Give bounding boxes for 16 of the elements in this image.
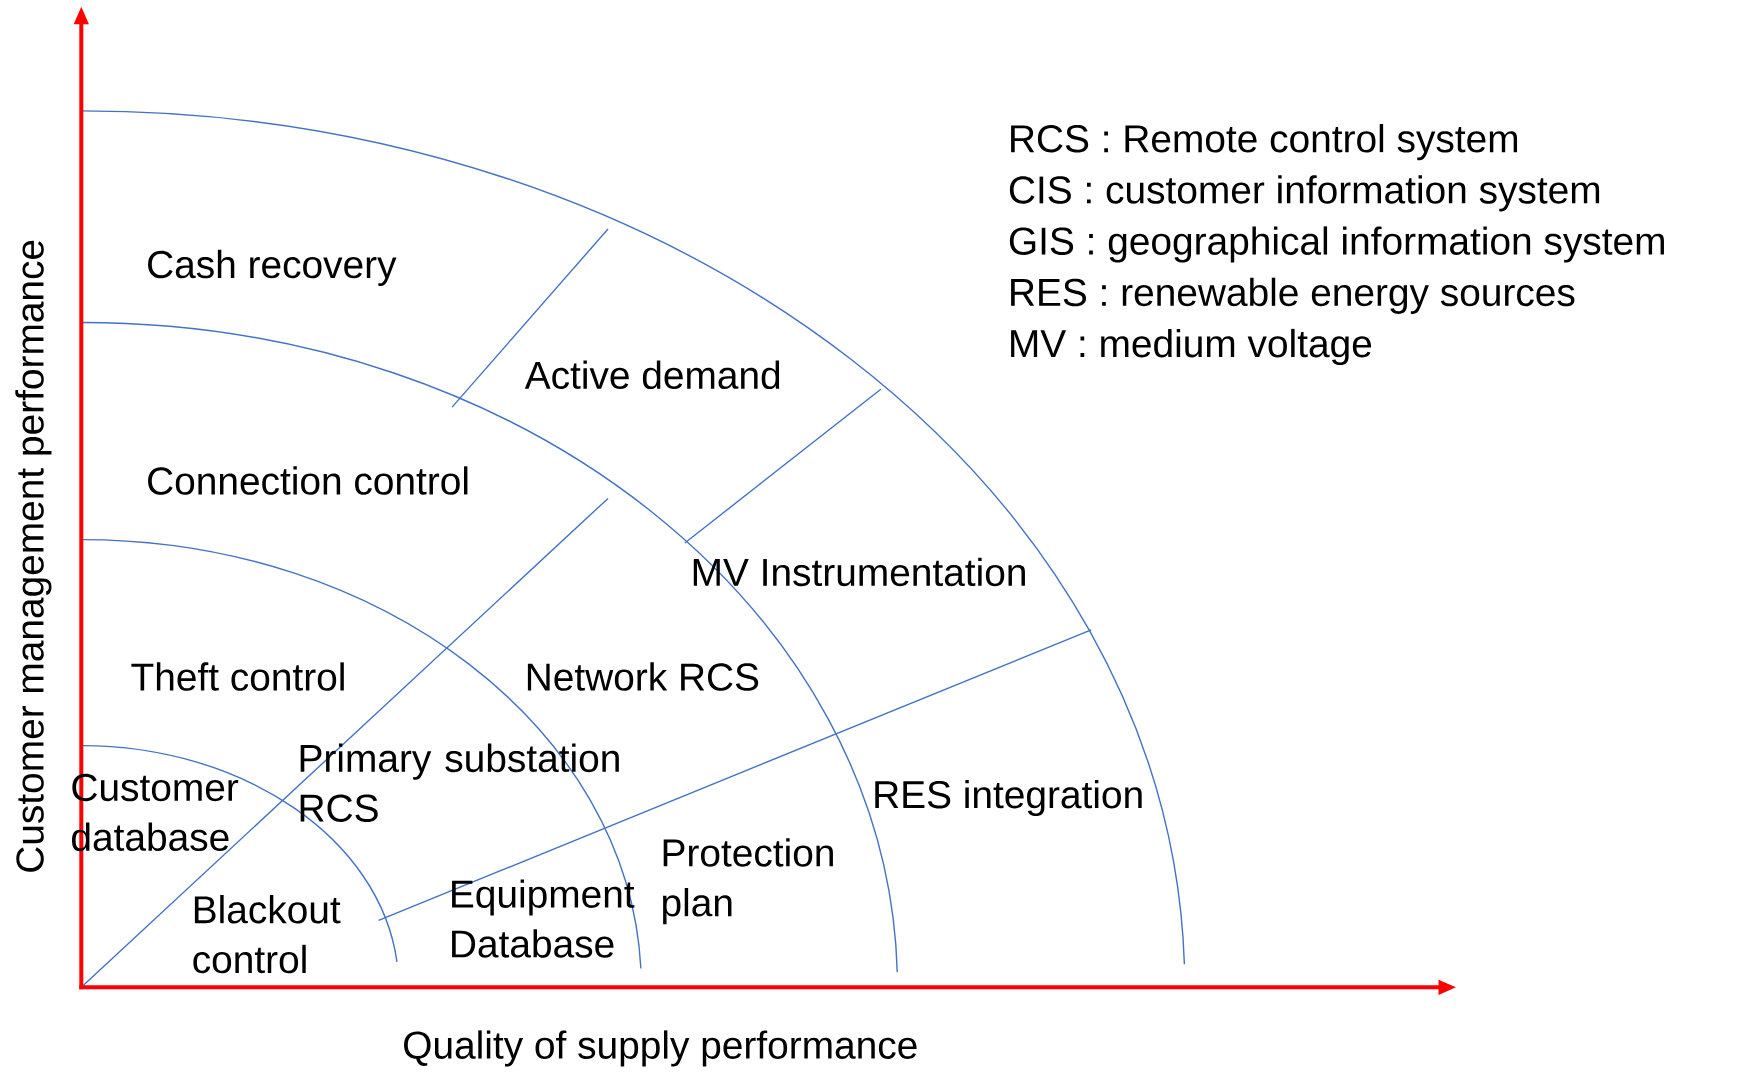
- region-label: Network RCS: [527, 662, 759, 691]
- region-label: Connection control: [148, 466, 468, 495]
- region-label: Equipment Database: [452, 879, 635, 958]
- region-label: RES integration: [875, 779, 1142, 817]
- region-label: Theft control: [131, 662, 344, 691]
- region-label: Blackout control: [193, 895, 341, 974]
- y-axis-label: Customer management performance: [15, 240, 52, 872]
- abbreviation-text: CIS : customer information system: [1009, 175, 1600, 212]
- abbreviation-text: RES : renewable energy sources: [1011, 277, 1575, 314]
- region-label: Cash recovery: [148, 249, 397, 286]
- abbreviation-text: MV : medium voltage: [1011, 328, 1372, 366]
- x-axis-label: Quality of supply performance: [404, 1030, 917, 1067]
- abbreviation-text: GIS : geographical information system: [1009, 226, 1664, 263]
- abbreviation-text: RCS : Remote control system: [1011, 124, 1518, 161]
- region-label: Protection plan: [663, 838, 833, 925]
- region-label: Active demand: [524, 360, 780, 390]
